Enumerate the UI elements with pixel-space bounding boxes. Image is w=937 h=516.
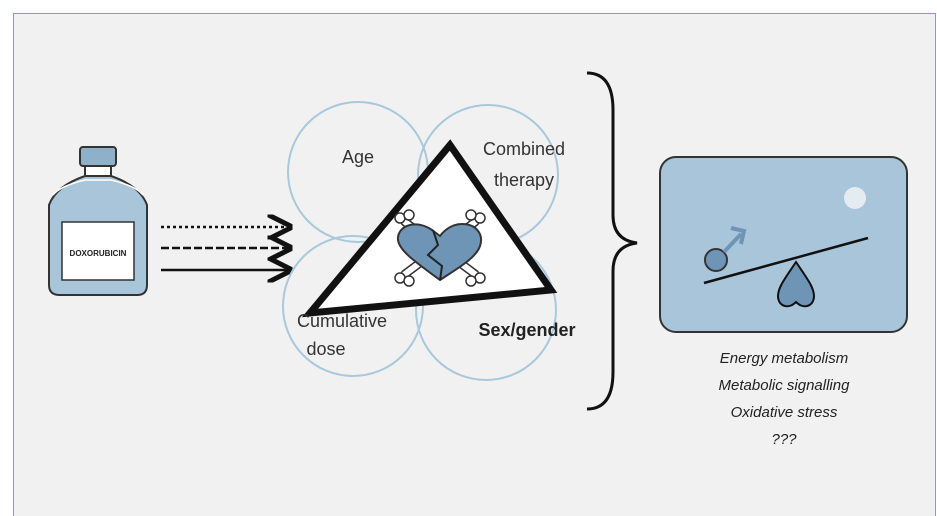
doxorubicin-bottle-icon: DOXORUBICIN xyxy=(48,146,148,296)
venn-label-cumulative-line2: dose xyxy=(306,339,345,359)
heart-fulcrum-icon xyxy=(776,260,816,308)
venn-label-sex-gender: Sex/gender xyxy=(478,320,575,340)
light-circle-icon xyxy=(844,187,866,209)
factor-unknown: ??? xyxy=(771,431,797,448)
factor-energy-metabolism: Energy metabolism xyxy=(720,350,848,367)
venn-label-combined-line1: Combined xyxy=(483,139,565,159)
balance-panel xyxy=(659,156,908,333)
venn-label-age: Age xyxy=(342,147,374,167)
dose-arrows xyxy=(161,227,290,270)
bottle-label: DOXORUBICIN xyxy=(70,249,127,258)
broken-heart-icon xyxy=(396,222,482,282)
venn-label-cumulative-line1: Cumulative xyxy=(297,311,387,331)
balance-beam xyxy=(703,236,869,285)
venn-circle-cumulative-dose xyxy=(282,235,424,377)
factor-oxidative-stress: Oxidative stress xyxy=(731,404,838,421)
venn-label-combined-line2: therapy xyxy=(494,170,554,190)
male-symbol-icon xyxy=(704,226,747,272)
curly-brace xyxy=(586,71,638,411)
bottle-label-box xyxy=(61,221,135,281)
factor-metabolic-signalling: Metabolic signalling xyxy=(719,377,851,394)
